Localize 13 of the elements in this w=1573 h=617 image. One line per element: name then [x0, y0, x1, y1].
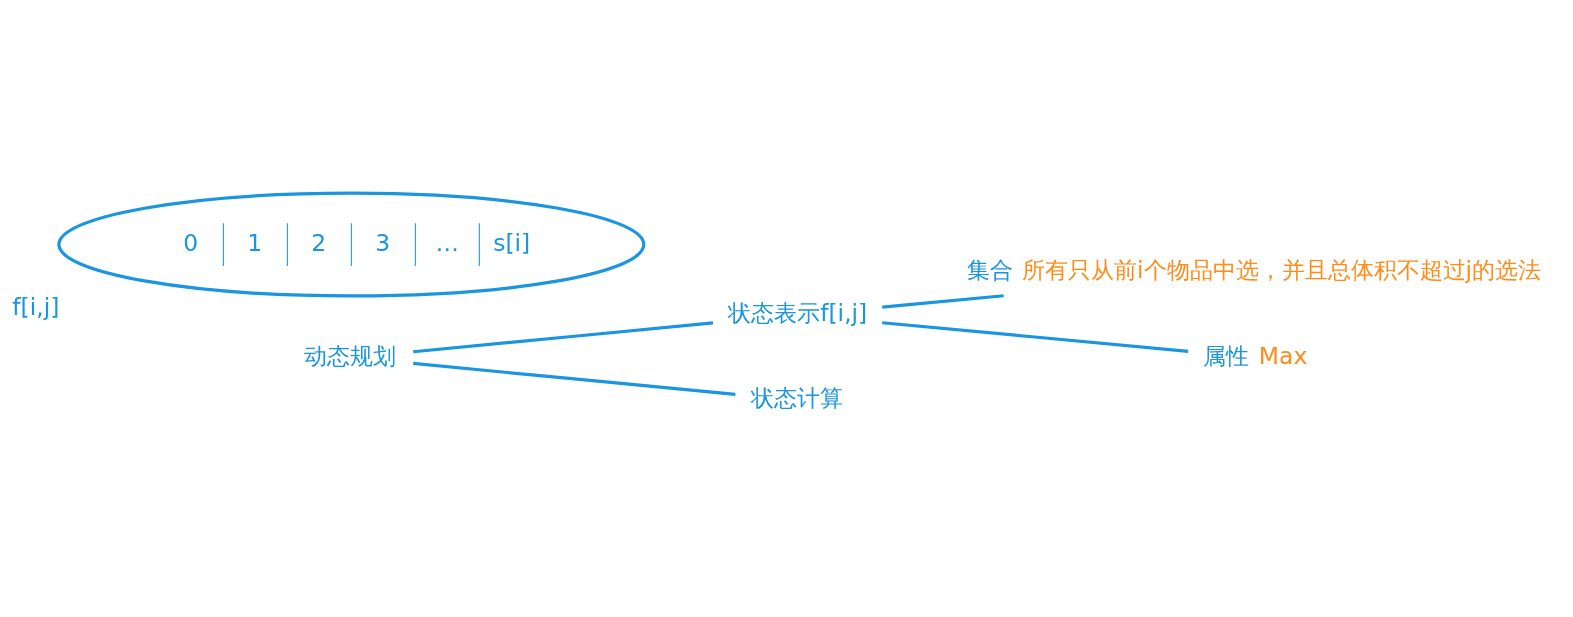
connector [413, 321, 714, 354]
node-text: 属性 [1203, 341, 1250, 370]
connector [882, 321, 1189, 353]
connector [413, 361, 736, 396]
node-label: 所有只从前i个物品中选，并且总体积不超过j的选法 [1022, 256, 1542, 285]
node-label: Max [1258, 341, 1308, 370]
node-text: 动态规划 [304, 341, 397, 370]
node-text: 集合 [966, 256, 1013, 285]
connector [882, 294, 1004, 309]
node-text: 状态计算 [750, 384, 843, 413]
node-label: f[i,j] [12, 292, 60, 321]
node-ellipse: 0 1 2 3 … s[i] [57, 191, 646, 298]
node-text: 状态表示f[i,j] [728, 298, 868, 327]
